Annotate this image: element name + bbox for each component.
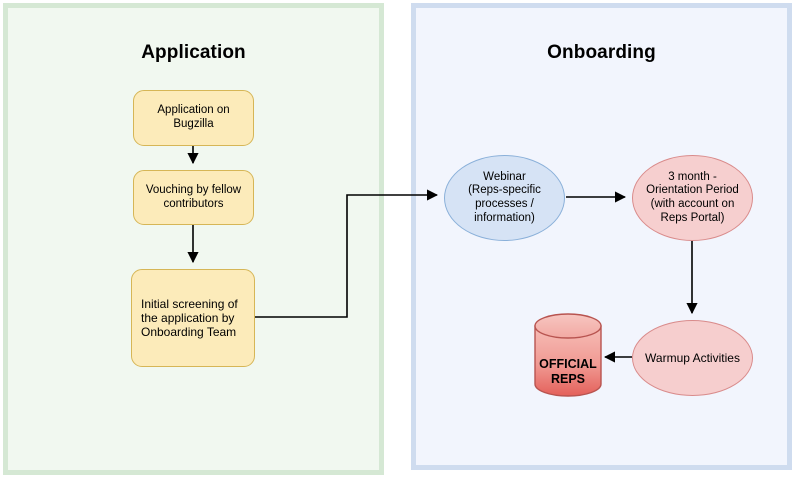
node-initial-screening-label: Initial screening of the application by … bbox=[141, 296, 238, 340]
node-application-on-bugzilla-label: Application on Bugzilla bbox=[157, 104, 230, 130]
node-orientation-period-label: 3 month - Orientation Period (with accou… bbox=[646, 170, 739, 224]
node-warmup-activities[interactable]: Warmup Activities bbox=[632, 320, 753, 396]
node-initial-screening[interactable]: Initial screening of the application by … bbox=[131, 269, 255, 367]
node-warmup-activities-label: Warmup Activities bbox=[645, 350, 740, 365]
node-webinar[interactable]: Webinar (Reps-specific processes / infor… bbox=[444, 155, 565, 241]
panel-application-title: Application bbox=[141, 42, 246, 63]
node-official-reps-label: OFFICIAL REPS bbox=[539, 357, 597, 386]
node-vouching-by-fellow-contributors-label: Vouching by fellow contributors bbox=[145, 183, 242, 210]
panel-onboarding: Onboarding bbox=[411, 3, 792, 470]
panel-application: Application bbox=[3, 3, 384, 475]
node-webinar-label: Webinar (Reps-specific processes / infor… bbox=[468, 170, 541, 224]
cylinder-shape bbox=[534, 313, 602, 397]
node-official-reps[interactable]: OFFICIAL REPS bbox=[534, 313, 602, 397]
panel-onboarding-title: Onboarding bbox=[547, 42, 656, 63]
node-vouching-by-fellow-contributors[interactable]: Vouching by fellow contributors bbox=[133, 170, 254, 225]
node-orientation-period[interactable]: 3 month - Orientation Period (with accou… bbox=[632, 155, 753, 241]
node-application-on-bugzilla[interactable]: Application on Bugzilla bbox=[133, 90, 254, 146]
